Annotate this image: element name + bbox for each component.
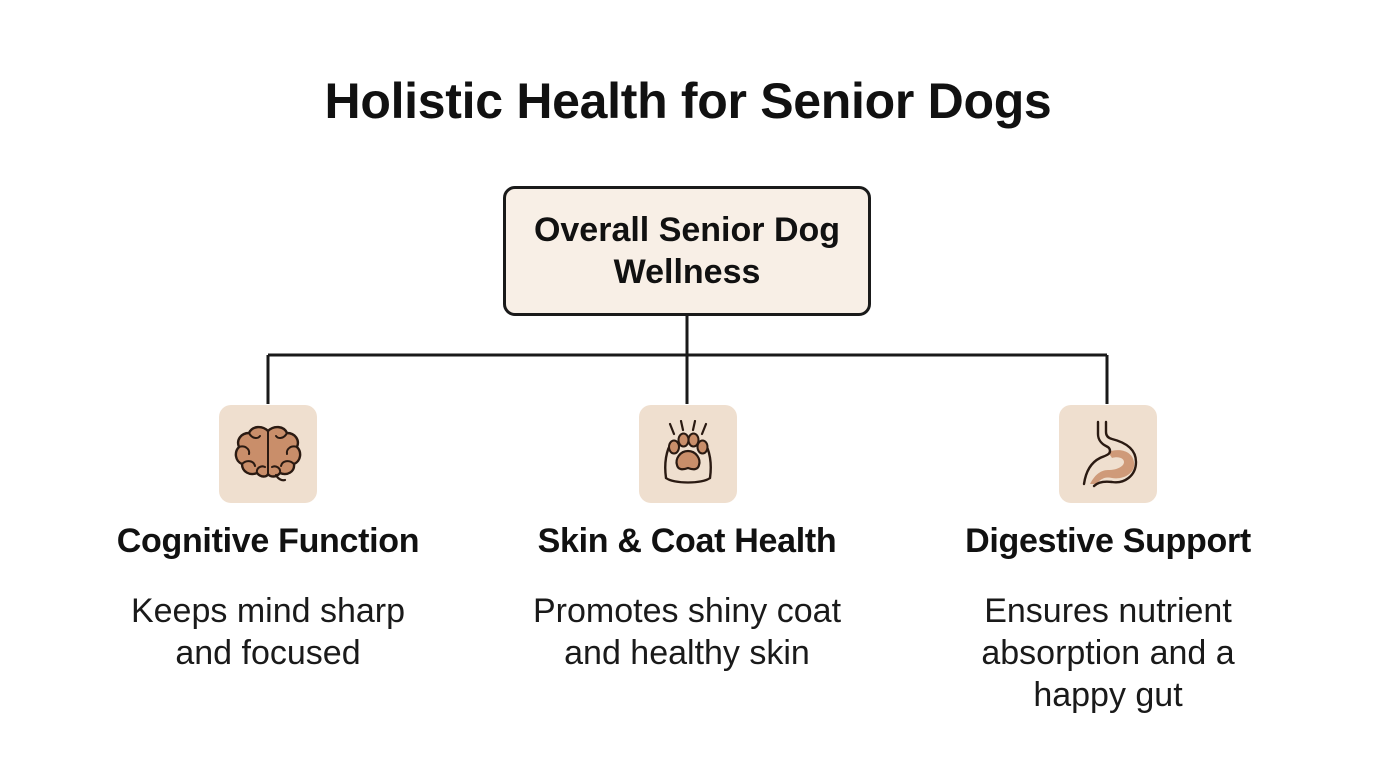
branch-title-skin-coat: Skin & Coat Health — [537, 522, 837, 560]
brain-icon-tile — [219, 405, 317, 503]
stomach-icon — [1082, 420, 1138, 488]
brain-icon — [234, 425, 302, 482]
paw-icon — [664, 420, 712, 484]
root-node: Overall Senior Dog Wellness — [503, 186, 871, 316]
branch-desc-cognitive: Keeps mind sharp and focused — [130, 592, 406, 672]
stomach-icon-tile — [1059, 405, 1157, 503]
branch-desc-skin-coat: Promotes shiny coat and healthy skin — [532, 592, 842, 672]
branch-title-cognitive: Cognitive Function — [116, 522, 420, 560]
paw-icon-tile — [639, 405, 737, 503]
branch-title-digestive: Digestive Support — [965, 522, 1251, 560]
diagram-title: Holistic Health for Senior Dogs — [324, 73, 1052, 129]
branch-desc-digestive: Ensures nutrient absorption and a happy … — [981, 592, 1235, 714]
root-node-label: Overall Senior Dog Wellness — [533, 211, 841, 291]
